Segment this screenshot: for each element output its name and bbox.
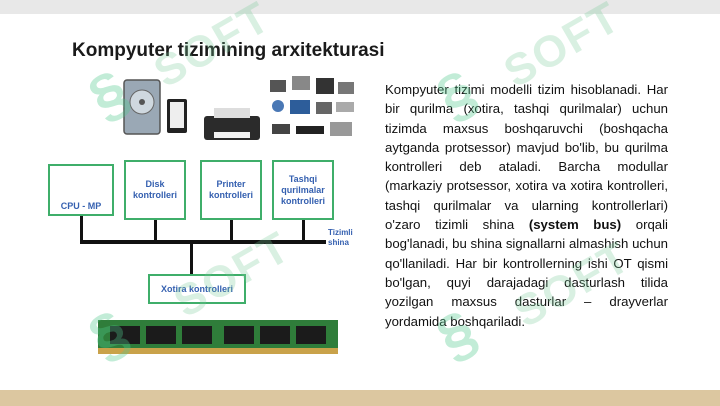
tablet-device-image (167, 99, 187, 133)
architecture-diagram: CPU - MP Disk kontrolleri Printer kontro… (40, 68, 360, 388)
slide-title: Kompyuter tizimining arxitekturasi (72, 40, 385, 61)
printer-image (204, 108, 260, 140)
memory-controller-label: Xotira kontrolleri (160, 283, 233, 294)
bottom-band (0, 390, 720, 406)
disk-controller-box: Disk kontrolleri (124, 160, 186, 220)
printer-controller-box: Printer kontrolleri (200, 160, 262, 220)
printer-connector (230, 220, 233, 242)
external-devices-image (270, 76, 354, 136)
printer-controller-label: Printer kontrolleri (208, 179, 253, 200)
disk-connector (154, 220, 157, 242)
body-text-part2: orqali bog'lanadi, bu shina signallarni … (385, 217, 668, 329)
body-text-part1: Kompyuter tizimi modelli tizim hisoblana… (385, 82, 668, 233)
cpu-box: CPU - MP (48, 164, 114, 216)
slide-body-text: Kompyuter tizimi modelli tizim hisoblana… (385, 80, 668, 331)
memory-controller-box: Xotira kontrolleri (148, 274, 246, 304)
external-devices-controller-label: Tashqi qurilmalar kontrolleri (280, 173, 325, 206)
disk-controller-label: Disk kontrolleri (132, 179, 177, 200)
external-devices-controller-box: Tashqi qurilmalar kontrolleri (272, 160, 334, 220)
system-bus-label: Tizimli shina (328, 228, 353, 247)
body-text-bold: (system bus) (528, 217, 622, 233)
external-connector (302, 220, 305, 242)
cpu-label: CPU - MP (60, 201, 102, 211)
top-band (0, 0, 720, 14)
hard-disk-image (123, 79, 161, 135)
ram-module-image (98, 320, 338, 354)
system-bus-line (80, 240, 326, 244)
cpu-connector (80, 216, 83, 242)
memory-connector (190, 244, 193, 274)
